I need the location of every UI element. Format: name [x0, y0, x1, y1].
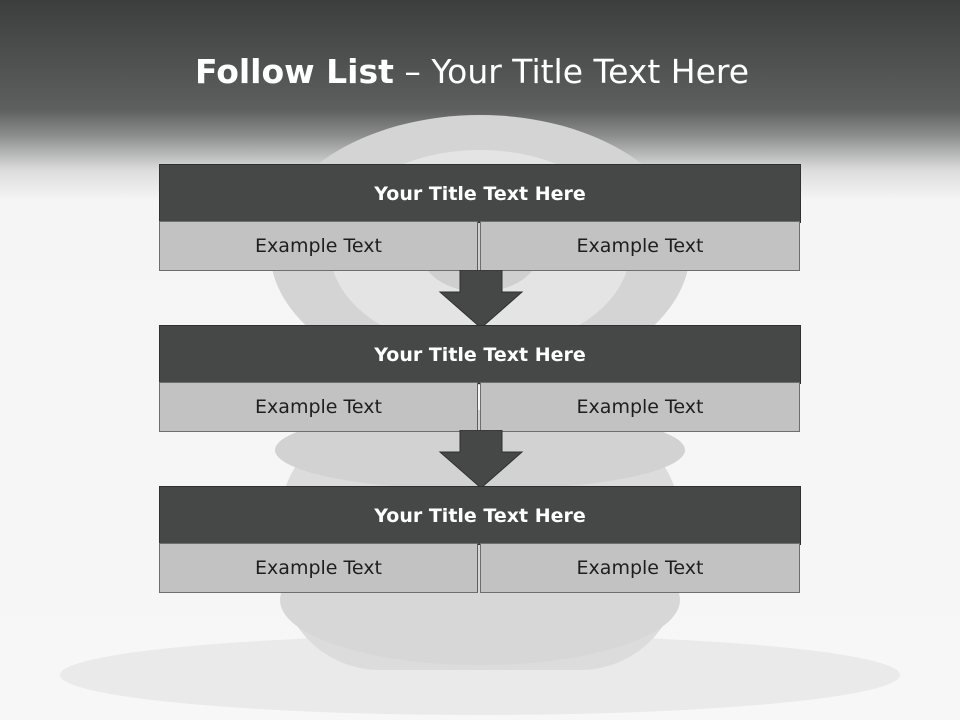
block-3-heading: Your Title Text Here — [159, 486, 801, 545]
block-1-left-cell: Example Text — [159, 221, 478, 271]
slide-title-rest: – Your Title Text Here — [393, 52, 750, 91]
down-arrow-1-icon — [438, 270, 524, 329]
block-1-right-cell: Example Text — [480, 221, 800, 271]
follow-block-1: Your Title Text Here Example Text Exampl… — [159, 164, 801, 272]
down-arrow-2-icon — [438, 430, 524, 489]
slide-title: Follow List – Your Title Text Here — [0, 52, 944, 91]
block-1-heading: Your Title Text Here — [159, 164, 801, 223]
block-2-heading: Your Title Text Here — [159, 325, 801, 384]
follow-block-3: Your Title Text Here Example Text Exampl… — [159, 486, 801, 594]
follow-block-2: Your Title Text Here Example Text Exampl… — [159, 325, 801, 433]
block-2-left-cell: Example Text — [159, 382, 478, 432]
slide-title-bold: Follow List — [194, 52, 394, 91]
block-2-right-cell: Example Text — [480, 382, 800, 432]
block-3-right-cell: Example Text — [480, 543, 800, 593]
block-3-left-cell: Example Text — [159, 543, 478, 593]
